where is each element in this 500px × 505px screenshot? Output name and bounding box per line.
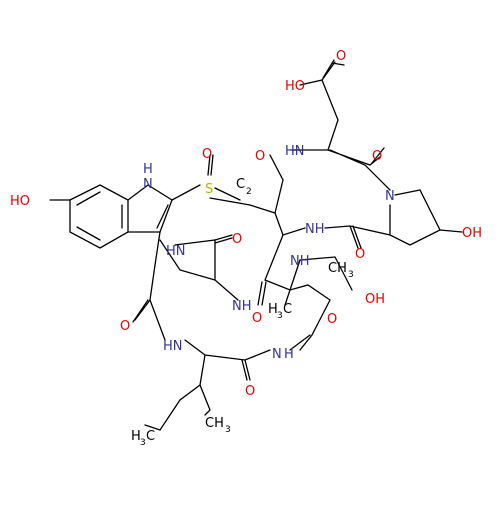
right-carbonyl-o-label: O bbox=[372, 149, 382, 164]
atom-labels: HO O O S C 2 N H HO O HN O N OH NH O HN … bbox=[10, 49, 482, 448]
mid-carbonyl-o-label: O bbox=[355, 247, 365, 262]
lower-nh-label: NH bbox=[290, 254, 310, 269]
ile-h3c-subscript: 3 bbox=[140, 438, 146, 448]
ala-h3c-carbon: C bbox=[283, 302, 292, 317]
ala-h3c-label: H bbox=[268, 302, 278, 317]
indole-n-label: N bbox=[143, 177, 153, 192]
left-carbonyl-o-label: O bbox=[232, 232, 242, 247]
bottom-n-label: N bbox=[272, 347, 282, 362]
phenol-oh-label: HO bbox=[10, 194, 30, 209]
proline-oh-label: OH bbox=[462, 226, 482, 241]
ch2-label: C bbox=[236, 177, 245, 192]
bottom-carbonyl-o-label: O bbox=[245, 384, 255, 399]
mid-nh-label: NH bbox=[305, 222, 325, 237]
proline-n-label: N bbox=[385, 189, 395, 204]
lower-carbonyl-o1-label: O bbox=[252, 311, 262, 326]
bond-lines bbox=[49, 59, 463, 431]
ile-h3c-label: H bbox=[131, 429, 141, 444]
ch2-subscript: 2 bbox=[246, 187, 252, 197]
top-carbonyl-o-label: O bbox=[255, 149, 265, 164]
left-hn-label: HN bbox=[166, 244, 186, 259]
o-acid1-label: O bbox=[336, 49, 346, 64]
center-nh-label: NH bbox=[232, 299, 252, 314]
lower-carbonyl-o2-label: O bbox=[327, 312, 337, 327]
bottom-hn-label: HN bbox=[163, 339, 183, 354]
o-sulfoxide-label: O bbox=[202, 147, 212, 162]
bottom-left-carbonyl-o-label: O bbox=[120, 319, 130, 334]
top-nh-label: HN bbox=[285, 144, 305, 159]
ile-ch3-subscript: 3 bbox=[225, 425, 231, 435]
indole-h-label: H bbox=[143, 162, 153, 177]
ile-ch3-label: CH bbox=[205, 416, 224, 431]
sulfur-label: S bbox=[205, 182, 213, 197]
thr-ch3-label: CH bbox=[328, 261, 347, 276]
hooc-label: HO bbox=[285, 79, 305, 94]
thr-ch3-subscript: 3 bbox=[348, 270, 354, 280]
ala-h3c-subscript: 3 bbox=[277, 311, 283, 321]
thr-oh-label: OH bbox=[365, 292, 385, 307]
ile-h3c-carbon: C bbox=[146, 429, 155, 444]
bottom-h-label: H bbox=[284, 347, 294, 362]
